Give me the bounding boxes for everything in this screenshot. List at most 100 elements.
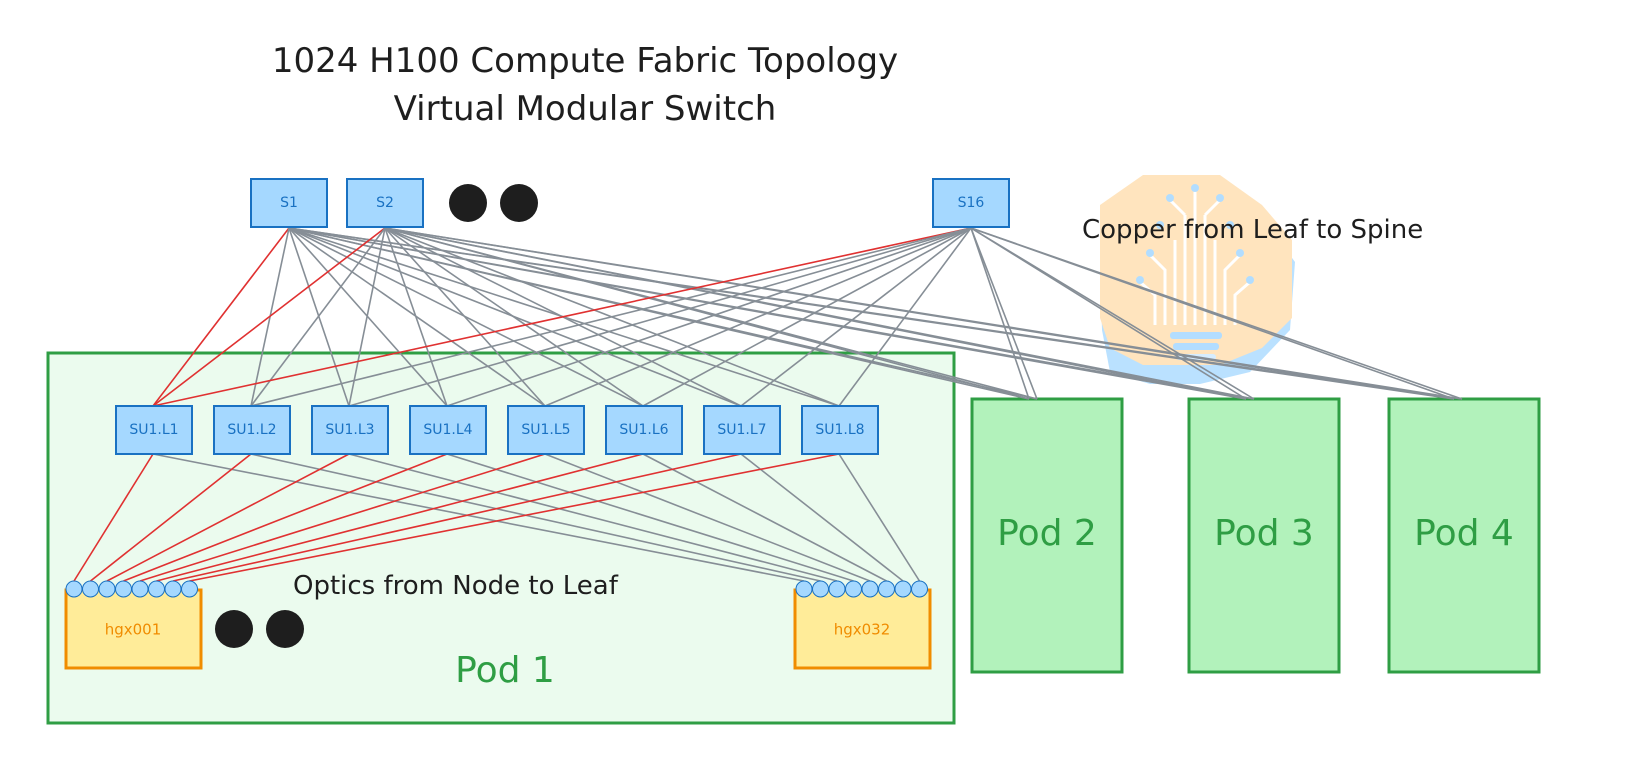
spine-leaf-link <box>250 227 386 407</box>
pod-2-box[interactable] <box>970 397 1124 674</box>
optic-port <box>894 580 912 598</box>
leaf-node-link-hgx032 <box>348 453 838 582</box>
leaf-node-link-hgx032 <box>544 453 871 582</box>
spine-leaf-link <box>384 227 644 407</box>
leaf-node-link-hgx001 <box>172 453 742 582</box>
spine-leaf-link <box>384 227 448 407</box>
diagram-title-line1: 1024 H100 Compute Fabric Topology <box>272 41 898 81</box>
optic-port <box>131 580 149 598</box>
node-label: hgx032 <box>834 621 891 639</box>
spine-leaf-link <box>288 227 448 407</box>
spine-pod-link <box>288 227 1455 400</box>
ellipsis-dot <box>500 184 538 222</box>
spine-leaf-link <box>348 227 386 407</box>
leaf-switch-su1-l3[interactable]: SU1.L3 <box>311 405 389 455</box>
leaf-label: SU1.L5 <box>521 422 570 438</box>
optics-annotation: Optics from Node to Leaf <box>293 571 619 601</box>
leaf-node-link-hgx001 <box>123 453 448 582</box>
node-hgx001[interactable]: hgx001 <box>64 588 203 670</box>
optic-port <box>828 580 846 598</box>
leaf-node-link-hgx032 <box>838 453 921 582</box>
leaf-node-link-hgx001 <box>156 453 644 582</box>
leaf-node-link-hgx032 <box>250 453 821 582</box>
leaf-switch-su1-l5[interactable]: SU1.L5 <box>507 405 585 455</box>
spine-pod-link <box>384 227 1247 400</box>
spine-pod-link <box>970 227 1247 400</box>
node-label: hgx001 <box>105 621 162 639</box>
leaf-node-link-hgx001 <box>73 453 154 582</box>
spine-pod-link <box>288 227 1030 400</box>
pod-3-box[interactable] <box>1187 397 1341 674</box>
spine-leaf-link <box>384 227 546 407</box>
spine-pod-link <box>970 227 1030 400</box>
optic-port <box>148 580 165 598</box>
spine-leaf-link <box>740 227 972 407</box>
leaf-switch-su1-l8[interactable]: SU1.L8 <box>801 405 879 455</box>
spine-leaf-link <box>446 227 972 407</box>
leaf-label: SU1.L4 <box>423 422 472 438</box>
optic-port <box>861 580 879 598</box>
spine-pod-link <box>970 227 1038 400</box>
leaf-switch-su1-l7[interactable]: SU1.L7 <box>703 405 781 455</box>
optic-port <box>181 580 198 598</box>
diagram-title-line2: Virtual Modular Switch <box>394 89 777 129</box>
leaf-label: SU1.L6 <box>619 422 668 438</box>
spine-leaf-link <box>838 227 972 407</box>
optic-port <box>98 580 116 598</box>
optic-port <box>845 580 862 598</box>
spine-label: S2 <box>376 195 394 211</box>
optic-port <box>115 580 132 598</box>
spine-label: S16 <box>958 195 985 211</box>
pod-1-label: Pod 1 <box>455 650 555 691</box>
spine-leaf-link-highlight <box>152 227 972 407</box>
leaf-switches: SU1.L1 SU1.L2 SU1.L3 SU1.L4 SU1.L5 SU1.L6 SU1.… <box>115 405 879 455</box>
leaf-switch-su1-l4[interactable]: SU1.L4 <box>409 405 487 455</box>
node-ports <box>65 580 928 598</box>
optic-port <box>65 580 83 598</box>
spine-label: S1 <box>280 195 298 211</box>
spine-switch-s2[interactable]: S2 <box>346 178 424 228</box>
spine-switch-s1[interactable]: S1 <box>250 178 328 228</box>
optic-port <box>795 580 813 598</box>
leaf-node-link-hgx001 <box>139 453 546 582</box>
optic-port <box>911 580 928 598</box>
leaf-switch-su1-l2[interactable]: SU1.L2 <box>213 405 291 455</box>
spine-leaf-link-highlight <box>152 227 386 407</box>
circuit-lightbulb-icon <box>1100 175 1295 384</box>
pod-3-label: Pod 3 <box>1214 513 1314 554</box>
leaf-label: SU1.L7 <box>717 422 766 438</box>
leaf-node-link-hgx032 <box>642 453 887 582</box>
leaf-label: SU1.L8 <box>815 422 864 438</box>
leaf-switch-su1-l6[interactable]: SU1.L6 <box>605 405 683 455</box>
leaf-node-link-hgx032 <box>152 453 805 582</box>
links-layer <box>73 227 1463 582</box>
spine-pod-link <box>384 227 1455 400</box>
leaf-switch-su1-l1[interactable]: SU1.L1 <box>115 405 193 455</box>
ellipsis-dot <box>449 184 487 222</box>
leaf-node-link-hgx032 <box>446 453 854 582</box>
optic-port <box>164 580 182 598</box>
spine-leaf-link-highlight <box>152 227 290 407</box>
leaf-node-link-hgx001 <box>189 453 840 582</box>
spine-switches: S1 S2 S16 <box>250 178 1010 228</box>
spine-leaf-link <box>642 227 972 407</box>
spine-leaf-link <box>288 227 546 407</box>
spine-leaf-link <box>348 227 972 407</box>
copper-annotation: Copper from Leaf to Spine <box>1082 215 1423 245</box>
leaf-node-link-hgx001 <box>90 453 252 582</box>
ellipsis-dot <box>215 610 253 648</box>
spine-leaf-link <box>544 227 972 407</box>
leaf-label: SU1.L2 <box>227 422 276 438</box>
node-hgx032[interactable]: hgx032 <box>793 588 932 670</box>
leaf-node-link-hgx032 <box>740 453 904 582</box>
leaf-label: SU1.L1 <box>129 422 178 438</box>
pod-4-label: Pod 4 <box>1414 513 1514 554</box>
pod-4-box[interactable] <box>1387 397 1541 674</box>
leaf-node-link-hgx001 <box>106 453 350 582</box>
ellipsis-dot <box>266 610 304 648</box>
spine-switch-s16[interactable]: S16 <box>932 178 1010 228</box>
optic-port <box>878 580 895 598</box>
optic-port <box>812 580 829 598</box>
spine-pod-link <box>384 227 1030 400</box>
